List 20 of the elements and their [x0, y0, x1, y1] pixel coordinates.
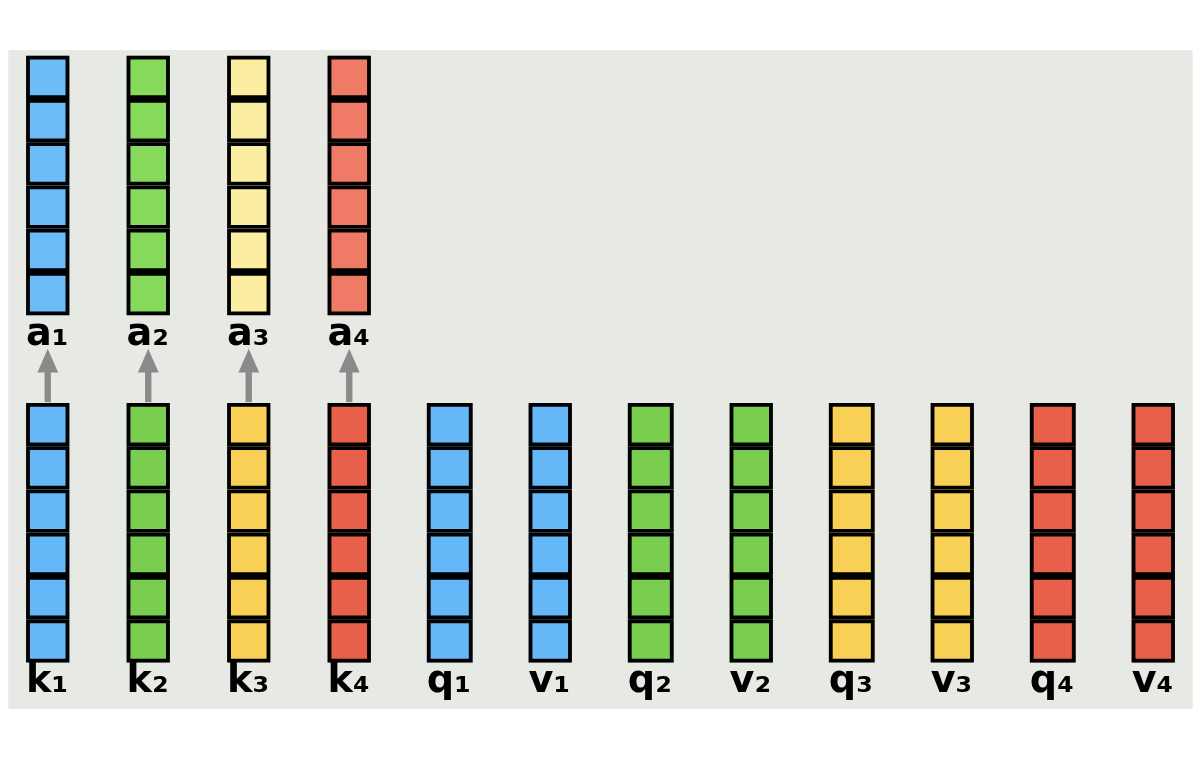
arrow — [238, 348, 260, 403]
node-label: k₁ — [26, 656, 69, 701]
arrow — [137, 348, 159, 403]
node-label: a₂ — [126, 309, 170, 354]
node-label: k₃ — [227, 656, 270, 701]
node-label: k₄ — [327, 656, 370, 701]
node-label: v₁ — [528, 656, 571, 701]
node-label: v₃ — [930, 656, 973, 701]
node-label: q₁ — [426, 656, 471, 701]
node-label: a₁ — [26, 309, 69, 354]
node-label: v₄ — [1131, 656, 1174, 701]
node-label: q₄ — [1029, 656, 1074, 701]
node-label: a₃ — [227, 309, 270, 354]
node-label: a₄ — [327, 309, 371, 354]
node-label: v₂ — [729, 656, 772, 701]
arrow — [37, 348, 59, 403]
node-label: q₂ — [627, 656, 672, 701]
node-label: k₂ — [126, 656, 169, 701]
arrow — [338, 348, 360, 403]
node-label: q₃ — [828, 656, 873, 701]
